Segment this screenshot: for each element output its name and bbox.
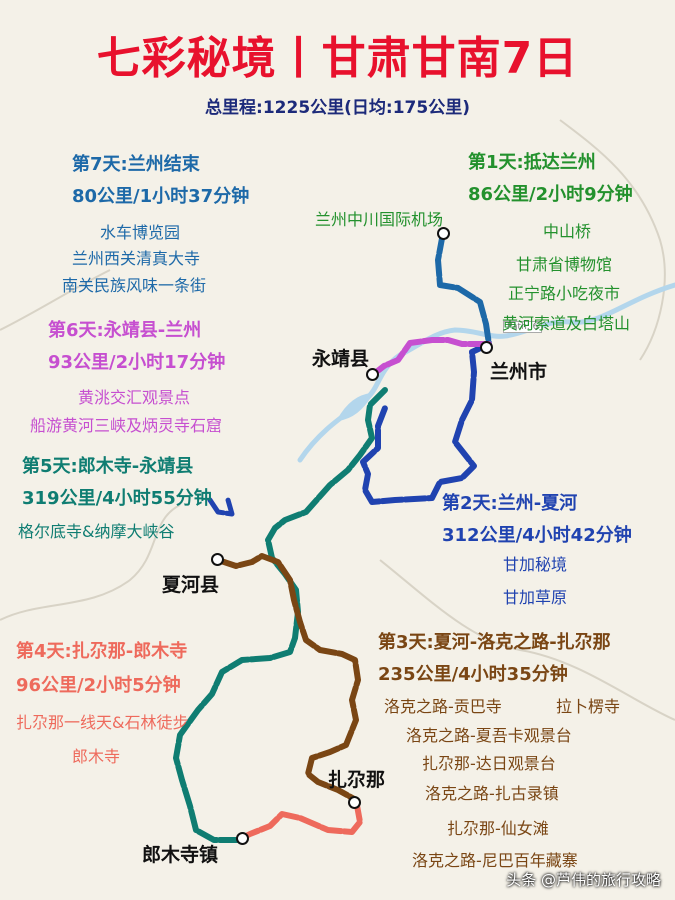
day3-stop: 洛克之路-夏吾卡观景台: [406, 726, 572, 745]
day2-distance: 312公里/4小时42分钟: [442, 525, 632, 546]
day4-stop: 郎木寺: [72, 747, 121, 766]
day3-heading: 第3天:夏河-洛克之路-扎尕那: [378, 632, 611, 653]
day6-stop: 黄洮交汇观景点: [78, 388, 191, 407]
day4-heading: 第4天:扎尕那-郎木寺: [16, 641, 188, 662]
day7-stop: 南关民族风味一条街: [62, 276, 207, 295]
day6-distance: 93公里/2小时17分钟: [48, 352, 226, 373]
routes: [173, 230, 492, 843]
day1-stop: 兰州中川国际机场: [315, 210, 444, 229]
route-day4: [239, 797, 363, 841]
day5-heading: 第5天:郎木寺-永靖县: [22, 456, 194, 477]
page-title: 七彩秘境丨甘肃甘南7日: [96, 33, 579, 84]
page-subtitle: 总里程:1225公里(日均:175公里): [205, 98, 470, 118]
city-label-zhagana: 扎尕那: [328, 769, 386, 791]
province-border: [379, 559, 675, 721]
province-border: [559, 119, 666, 361]
city-label-langmusi: 郎木寺镇: [142, 844, 219, 866]
map-path-tag: Path: 6: [503, 321, 543, 333]
pin-zhagana: [348, 796, 361, 809]
day3-stop: 拉卜楞寺: [556, 697, 621, 716]
day5-stop: 格尔底寺&纳摩大峡谷: [18, 522, 175, 541]
day6-stop: 船游黄河三峡及炳灵寺石窟: [30, 416, 223, 435]
pin-langmusi: [236, 832, 249, 845]
day7-stop: 水车博览园: [100, 223, 181, 242]
day7-heading: 第7天:兰州结束: [72, 154, 200, 175]
day7-distance: 80公里/1小时37分钟: [72, 186, 250, 207]
day3-stop: 扎尕那-达日观景台: [422, 754, 556, 773]
province-border: [0, 269, 111, 331]
day3-stop: 洛克之路-贡巴寺: [384, 697, 502, 716]
pin-yongjing: [366, 368, 379, 381]
day1-heading: 第1天:抵达兰州: [468, 152, 596, 173]
reservoir: [336, 392, 374, 422]
route-day5-tail: [207, 497, 235, 517]
route-day2: [360, 341, 492, 505]
province-border: [0, 504, 181, 621]
pin-airport: [437, 227, 450, 240]
day2-heading: 第2天:兰州-夏河: [442, 493, 578, 514]
watermark: 头条 @芦伟的旅行攻略: [506, 871, 661, 889]
day6-heading: 第6天:永靖县-兰州: [48, 320, 202, 341]
city-label-yongjing: 永靖县: [312, 348, 370, 370]
day3-distance: 235公里/4小时35分钟: [378, 664, 568, 685]
day1-distance: 86公里/2小时9分钟: [468, 184, 633, 205]
pin-lanzhou: [480, 341, 493, 354]
day4-distance: 96公里/2小时5分钟: [16, 675, 181, 696]
pin-xiahe: [211, 553, 224, 566]
day2-stop: 甘加秘境: [503, 555, 568, 574]
day1-stop: 黄河索道及白塔山: [502, 314, 631, 333]
day3-stop: 洛克之路-扎古录镇: [425, 784, 559, 803]
route-day6: [372, 337, 492, 376]
day4-stop: 扎尕那一线天&石林徒步: [16, 713, 189, 732]
route-day7: [435, 230, 492, 347]
day3-stop: 扎尕那-仙女滩: [447, 819, 549, 838]
river: [297, 282, 675, 463]
route-day3: [215, 553, 361, 803]
day1-stop: 正宁路小吃夜市: [508, 284, 621, 303]
day1-stop: 甘肃省博物馆: [516, 255, 613, 274]
city-label-xiahe: 夏河县: [162, 574, 220, 596]
day2-stop: 甘加草原: [503, 588, 568, 607]
day3-stop: 洛克之路-尼巴百年藏寨: [412, 851, 578, 870]
map-background: [0, 119, 675, 721]
city-label-lanzhou: 兰州市: [490, 361, 548, 383]
day1-stop: 中山桥: [543, 222, 592, 241]
day5-distance: 319公里/4小时55分钟: [22, 488, 212, 509]
day7-stop: 兰州西关清真大寺: [72, 249, 201, 268]
